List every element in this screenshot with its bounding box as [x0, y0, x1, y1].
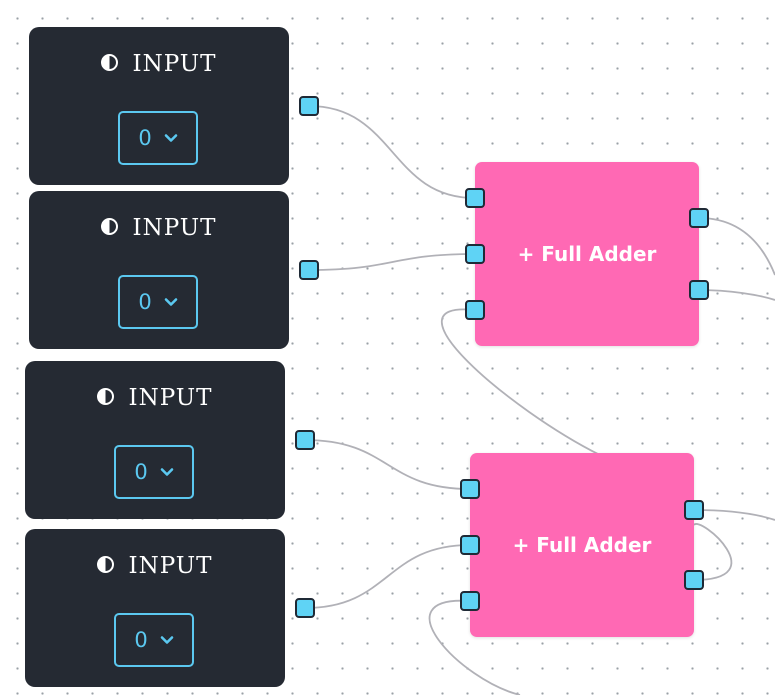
- full-adder-label: + Full Adder: [517, 242, 657, 266]
- input-node-label: INPUT: [128, 553, 213, 579]
- input-value-select[interactable]: 0: [114, 445, 194, 499]
- adder-2-sum-out-handle[interactable]: [684, 500, 704, 520]
- input-node-label: INPUT: [128, 385, 213, 411]
- wire-input4-to-adder2-b[interactable]: [304, 544, 471, 609]
- input-node-title: INPUT: [29, 51, 289, 77]
- selected-value: 0: [134, 460, 148, 484]
- chevron-down-icon: [164, 134, 177, 142]
- full-adder-node-1[interactable]: + Full Adder: [475, 162, 699, 346]
- input-node-title: INPUT: [25, 553, 285, 579]
- input-4-output-handle[interactable]: [295, 598, 315, 618]
- wire-input2-to-adder1-b[interactable]: [308, 253, 476, 271]
- input-node-2[interactable]: INPUT 0: [29, 191, 289, 349]
- input-value-select[interactable]: 0: [118, 111, 198, 165]
- input-value-select[interactable]: 0: [114, 613, 194, 667]
- adder-2-carry-out-handle[interactable]: [684, 570, 704, 590]
- chevron-down-icon: [160, 468, 173, 476]
- selected-value: 0: [138, 290, 152, 314]
- input-node-3[interactable]: INPUT 0: [25, 361, 285, 519]
- input-3-output-handle[interactable]: [295, 430, 315, 450]
- adder-1-carry-out-handle[interactable]: [689, 280, 709, 300]
- adder-2-input-b-handle[interactable]: [460, 535, 480, 555]
- selected-value: 0: [138, 126, 152, 150]
- input-value-select[interactable]: 0: [118, 275, 198, 329]
- input-node-label: INPUT: [132, 215, 217, 241]
- half-circle-icon: [101, 54, 119, 71]
- adder-2-input-a-handle[interactable]: [460, 479, 480, 499]
- adder-1-input-a-handle[interactable]: [465, 188, 485, 208]
- input-node-4[interactable]: INPUT 0: [25, 529, 285, 687]
- adder-1-input-b-handle[interactable]: [465, 244, 485, 264]
- half-circle-icon: [97, 556, 115, 573]
- wire-adder1-sum-out[interactable]: [698, 217, 775, 276]
- full-adder-node-2[interactable]: + Full Adder: [470, 453, 694, 637]
- wire-adder1-carry-out[interactable]: [698, 289, 775, 301]
- input-node-title: INPUT: [29, 215, 289, 241]
- input-2-output-handle[interactable]: [299, 260, 319, 280]
- input-node-title: INPUT: [25, 385, 285, 411]
- half-circle-icon: [97, 388, 115, 405]
- input-node-1[interactable]: INPUT 0: [29, 27, 289, 185]
- wire-input3-to-adder2-a[interactable]: [304, 439, 471, 490]
- input-node-label: INPUT: [132, 51, 217, 77]
- adder-1-sum-out-handle[interactable]: [689, 208, 709, 228]
- adder-2-carry-in-handle[interactable]: [460, 591, 480, 611]
- input-1-output-handle[interactable]: [299, 96, 319, 116]
- chevron-down-icon: [164, 298, 177, 306]
- chevron-down-icon: [160, 636, 173, 644]
- wire-input1-to-adder1-a[interactable]: [308, 105, 476, 199]
- adder-1-carry-in-handle[interactable]: [465, 300, 485, 320]
- full-adder-label: + Full Adder: [512, 533, 652, 557]
- selected-value: 0: [134, 628, 148, 652]
- wire-adder2-sum-out[interactable]: [693, 509, 775, 521]
- half-circle-icon: [101, 218, 119, 235]
